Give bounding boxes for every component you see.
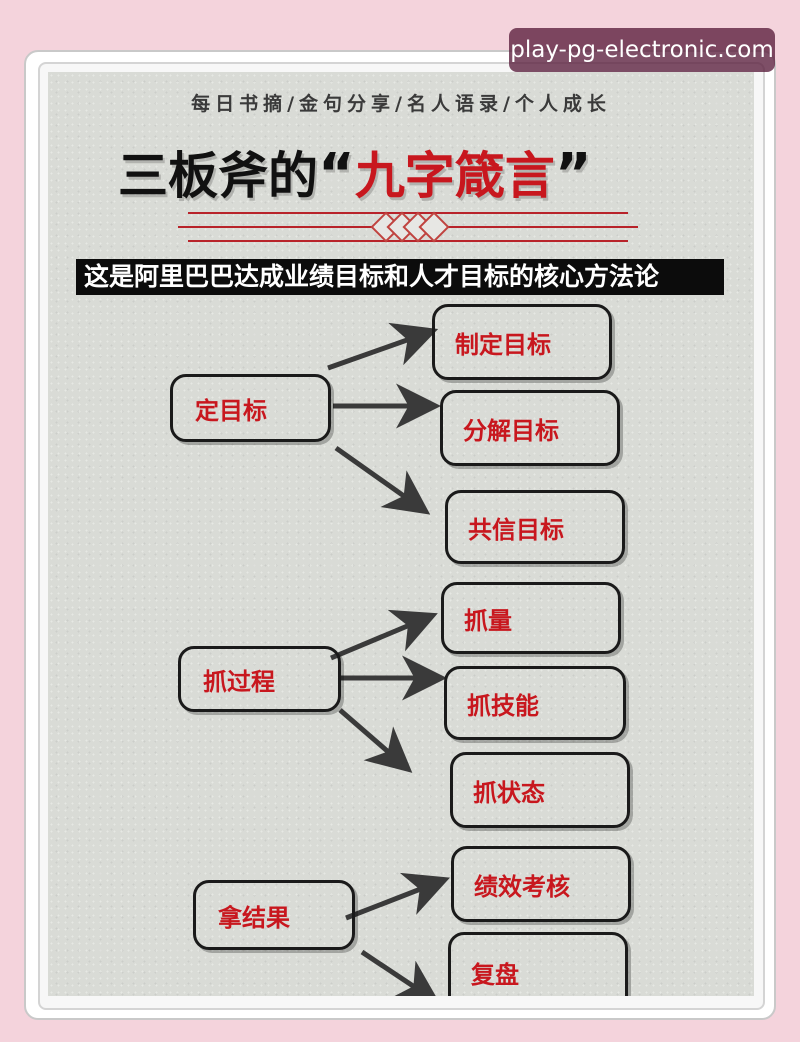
node-break-down-goals: 分解目标 [440,390,620,466]
arrow-1-1 [327,322,439,371]
node-manage-skills: 抓技能 [444,666,626,740]
poster-card: 每日书摘/金句分享/名人语录/个人成长 三板斧的“九字箴言” 这是阿里巴巴达成业… [48,72,754,996]
title-open-quote: “ [318,142,355,207]
node-label: 抓量 [464,606,512,635]
category-tags: 每日书摘/金句分享/名人语录/个人成长 [191,93,611,115]
node-set-goals: 定目标 [170,374,331,442]
watermark-badge[interactable]: play-pg-electronic.com [509,28,775,72]
node-label: 抓过程 [203,667,275,696]
node-label: 复盘 [471,960,519,989]
title-close-quote: ” [554,142,592,207]
node-label: 分解目标 [463,416,559,445]
node-manage-volume: 抓量 [441,582,621,654]
node-label: 制定目标 [455,330,551,359]
arrow-3-2 [360,949,441,996]
node-performance-review: 绩效考核 [451,846,631,922]
node-make-goals: 制定目标 [432,304,612,380]
title-highlight: 九字箴言 [354,147,555,205]
node-retrospective: 复盘 [448,932,628,996]
node-label: 抓状态 [473,778,545,807]
node-label: 共信目标 [468,515,564,544]
page-title: 三板斧的“九字箴言” [118,140,592,210]
node-label: 定目标 [195,396,267,425]
node-shared-goals: 共信目标 [445,490,625,564]
title-prefix: 三板斧的 [118,147,318,205]
node-manage-process: 抓过程 [178,646,341,712]
arrow-3-1 [345,872,450,921]
node-get-results: 拿结果 [193,880,355,950]
title-divider-ornament [178,211,638,243]
arrow-1-3 [334,445,431,515]
arrow-2-1 [330,609,438,661]
subtitle-banner: 这是阿里巴巴达成业绩目标和人才目标的核心方法论 [76,259,724,295]
node-label: 绩效考核 [474,872,570,901]
node-label: 抓技能 [467,691,539,720]
arrow-2-3 [338,708,413,773]
node-manage-state: 抓状态 [450,752,630,828]
node-label: 拿结果 [218,903,290,932]
